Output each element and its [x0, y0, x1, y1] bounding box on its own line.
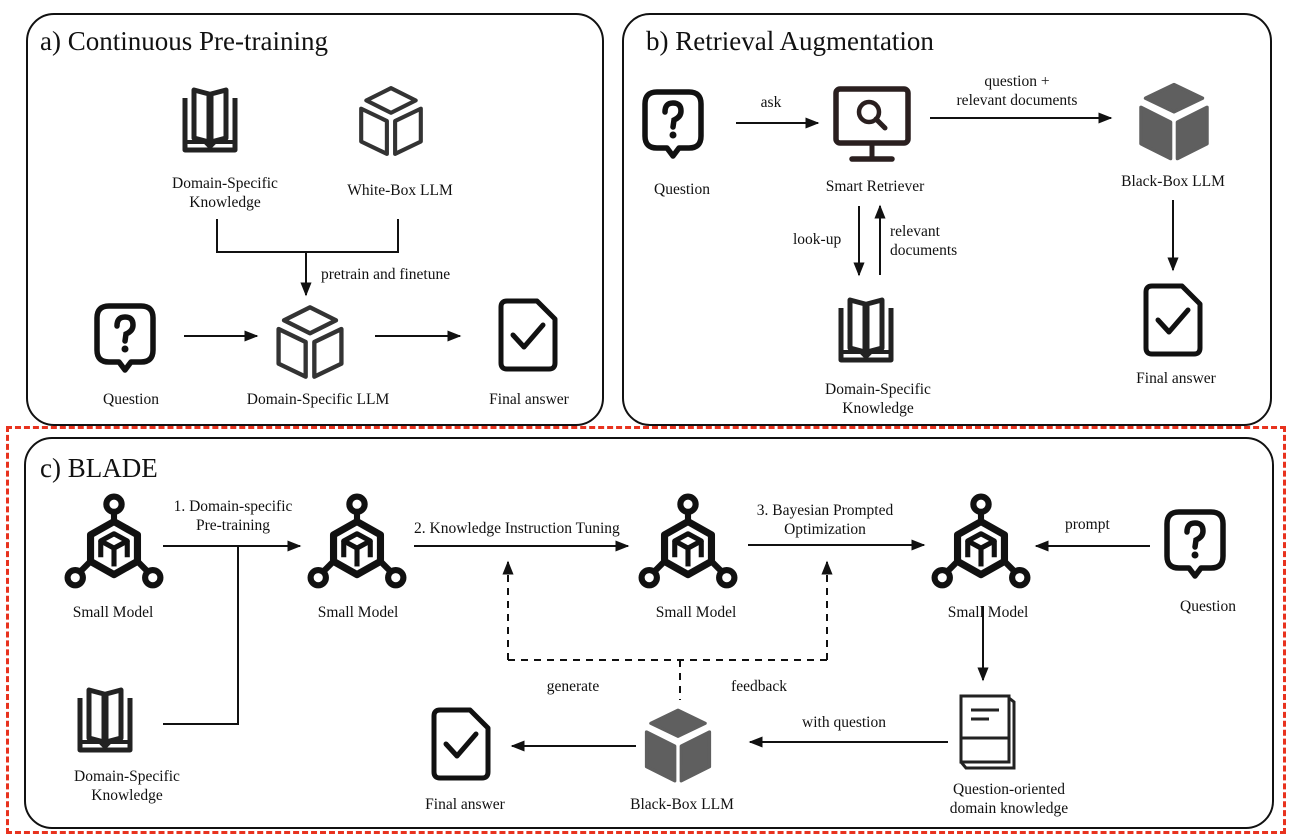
panel-c-answer-label: Final answer — [425, 796, 505, 813]
step1-label: 1. Domain-specific Pre-training — [173, 498, 293, 534]
panel-b-relevant-label: relevant documents — [890, 223, 958, 259]
feedback-label: feedback — [731, 678, 787, 695]
panel-b-lookup-label: look-up — [793, 231, 842, 248]
panel-a-knowledge-label: Domain-Specific Knowledge — [172, 175, 278, 211]
panel-a-answer-label: Final answer — [489, 391, 569, 408]
panel-b-blackbox-label: Black-Box LLM — [1121, 173, 1225, 190]
panel-a-edge-label: pretrain and finetune — [321, 266, 451, 283]
panel-c-knowledge-label: Domain-Specific Knowledge — [74, 768, 180, 804]
blade-highlight-frame — [6, 426, 1286, 834]
prompt-label: prompt — [1065, 516, 1110, 533]
qo-knowledge-label: Question-oriented domain knowledge — [949, 781, 1069, 817]
panel-c-blackbox-label: Black-Box LLM — [630, 796, 734, 813]
panel-b-answer-label: Final answer — [1136, 370, 1216, 387]
panel-a-question-label: Question — [103, 391, 159, 408]
panel-c-title: c) BLADE — [40, 453, 158, 483]
panel-retrieval-augmentation — [622, 13, 1272, 426]
panel-b-title: b) Retrieval Augmentation — [646, 26, 934, 56]
panel-b-to-llm-label: question + relevant documents — [956, 73, 1078, 109]
small-model-label-4: Small Model — [947, 604, 1029, 621]
panel-a-title: a) Continuous Pre-training — [40, 26, 328, 56]
panel-b-ask-label: ask — [760, 94, 782, 111]
knowledge-merge-line — [163, 546, 239, 725]
panel-a-whitebox-label: White-Box LLM — [347, 182, 453, 199]
small-model-label-2: Small Model — [317, 604, 399, 621]
panel-b-knowledge-label: Domain-Specific Knowledge — [825, 381, 931, 417]
small-model-label-3: Small Model — [655, 604, 737, 621]
panel-b-question-label: Question — [654, 181, 710, 198]
merge-line-a — [216, 219, 399, 253]
generate-label: generate — [546, 678, 600, 695]
panel-c-question-label: Question — [1180, 598, 1236, 615]
small-model-label-1: Small Model — [72, 604, 154, 621]
step2-label: 2. Knowledge Instruction Tuning — [414, 520, 620, 537]
panel-a-domain-llm-label: Domain-Specific LLM — [246, 391, 390, 408]
panel-b-retriever-label: Smart Retriever — [825, 178, 925, 195]
step3-label: 3. Bayesian Prompted Optimization — [756, 502, 894, 538]
with-question-label: with question — [802, 714, 886, 731]
